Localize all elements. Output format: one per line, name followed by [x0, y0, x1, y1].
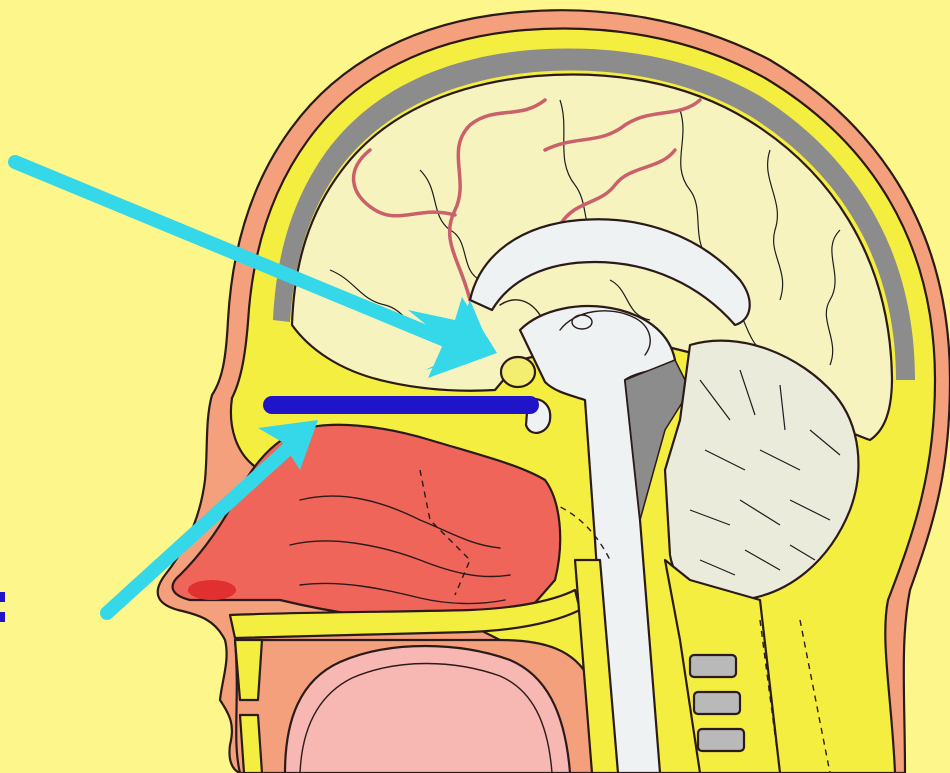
- pituitary-gland: [501, 357, 535, 387]
- nostril: [188, 580, 236, 600]
